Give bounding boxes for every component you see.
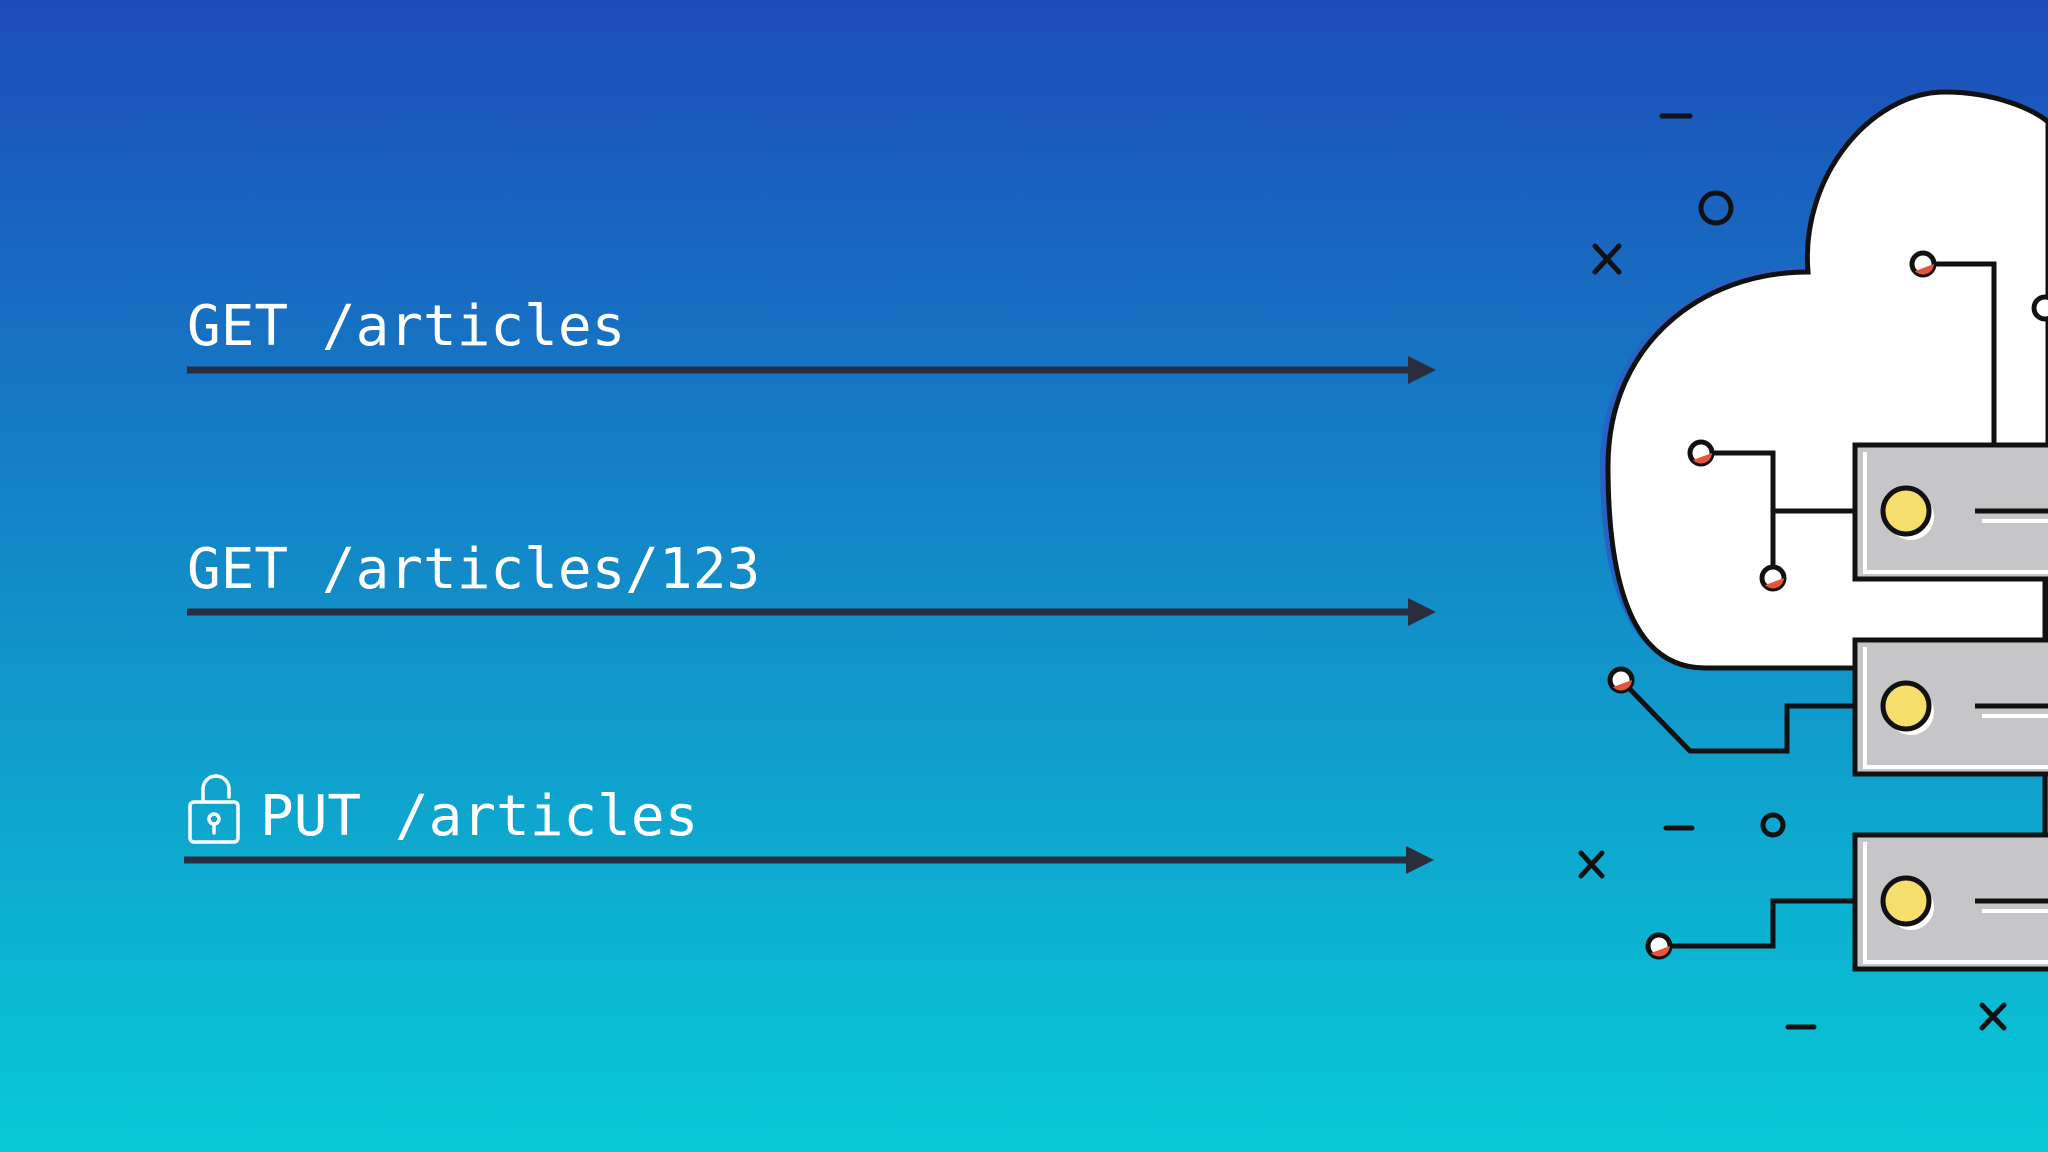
request-label: GET /articles/123 <box>187 537 760 602</box>
decorative-marks <box>1578 113 2007 1031</box>
request-get-article-by-id: GET /articles/123 <box>187 537 1436 626</box>
server-unit <box>1852 637 2048 777</box>
request-get-articles: GET /articles <box>187 294 1436 384</box>
circuit-nodes <box>1607 250 2048 960</box>
arrow <box>184 846 1434 874</box>
cloud-server-icon <box>1578 89 2048 1031</box>
server-unit <box>1852 832 2048 972</box>
request-label: PUT /articles <box>260 784 698 849</box>
arrow <box>187 598 1436 626</box>
circuit-node <box>1687 439 1715 467</box>
request-label: GET /articles <box>187 294 625 359</box>
circuit-node <box>1759 564 1787 592</box>
request-put-articles: PUT /articles <box>184 774 1434 874</box>
unlocked-padlock-icon <box>188 774 240 844</box>
circuit-node <box>1645 932 1673 960</box>
server-unit <box>1852 442 2048 582</box>
arrow <box>187 356 1436 384</box>
circuit-node <box>1909 250 1937 278</box>
circuit-node <box>1607 666 1635 694</box>
circuit-traces <box>1619 261 1997 949</box>
circuit-node <box>2031 294 2048 322</box>
